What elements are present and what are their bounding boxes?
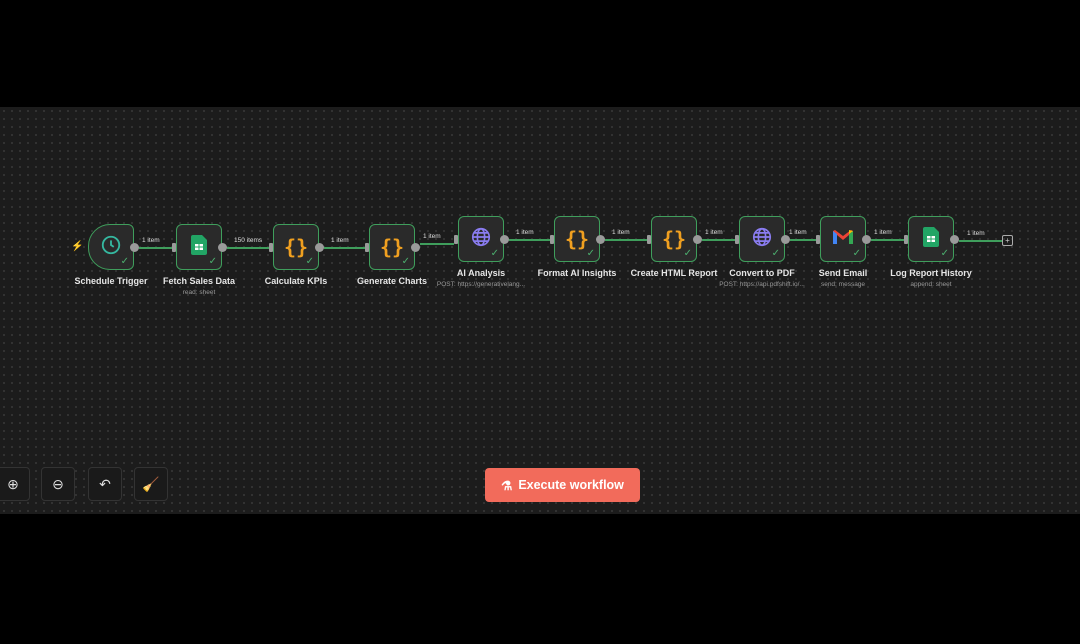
node-label: Log Report History [890,268,972,278]
success-check-icon: ✓ [852,248,861,259]
workflow-node[interactable]: {} ✓ [651,216,697,262]
workflow-node[interactable]: ✓ [908,216,954,262]
reset-zoom-button[interactable]: ↶ [88,467,122,501]
success-check-icon: ✓ [683,248,692,259]
zoom-out-icon: ⊖ [52,475,64,492]
workflow-node[interactable]: {} ✓ [554,216,600,262]
edge-item-count: 1 item [516,229,534,236]
globe-icon [470,226,492,253]
success-check-icon: ✓ [940,248,949,259]
connection-edge[interactable] [871,239,904,241]
edge-item-count: 1 item [789,229,807,236]
workflow-node[interactable]: ✓ [176,224,222,270]
tidy-up-button[interactable]: 🧹 [134,467,168,501]
success-check-icon: ✓ [771,248,780,259]
edge-item-count: 1 item [423,233,441,240]
success-check-icon: ✓ [586,248,595,259]
code-braces-icon: {} [379,235,405,259]
node-label: Format AI Insights [537,268,617,278]
connection-edge[interactable] [139,247,172,249]
success-check-icon: ✓ [208,256,217,267]
zoom-in-icon: ⊕ [7,475,19,492]
broom-icon: 🧹 [142,475,160,492]
input-port[interactable] [454,235,458,244]
node-label: Generate Charts [356,276,428,286]
output-port[interactable] [130,243,139,252]
output-port[interactable] [500,235,509,244]
output-port[interactable] [693,235,702,244]
success-check-icon: ✓ [490,248,499,259]
output-port[interactable] [781,235,790,244]
edge-item-count: 150 items [234,237,263,244]
success-check-icon: ✓ [401,256,410,267]
node-subtitle: read: sheet [182,289,216,296]
node-label: Calculate KPIs [264,276,328,286]
output-port[interactable] [862,235,871,244]
workflow-canvas[interactable] [0,107,1080,514]
google-sheets-icon [191,234,207,260]
add-node-button[interactable]: + [1002,235,1013,246]
gmail-icon [832,228,854,251]
input-port[interactable] [550,235,554,244]
connection-edge[interactable] [227,247,269,249]
input-port[interactable] [647,235,651,244]
input-port[interactable] [816,235,820,244]
google-sheets-icon [923,226,939,252]
connection-edge[interactable] [605,239,647,241]
node-label: AI Analysis [456,268,506,278]
workflow-node[interactable]: ✓ [458,216,504,262]
input-port[interactable] [735,235,739,244]
output-port[interactable] [315,243,324,252]
connection-edge[interactable] [420,243,454,245]
output-port[interactable] [411,243,420,252]
success-check-icon: ✓ [120,256,129,267]
globe-icon [751,226,773,253]
node-label: Create HTML Report [630,268,718,278]
workflow-node[interactable]: ✓ [88,224,134,270]
input-port[interactable] [269,243,273,252]
connection-edge[interactable] [324,247,365,249]
undo-icon: ↶ [99,475,111,492]
output-port[interactable] [596,235,605,244]
code-braces-icon: {} [283,235,309,259]
connection-edge[interactable] [790,239,816,241]
connection-edge[interactable] [702,239,735,241]
input-port[interactable] [904,235,908,244]
workflow-node[interactable]: {} ✓ [273,224,319,270]
trigger-bolt-icon: ⚡ [71,241,84,252]
edge-item-count: 1 item [331,237,349,244]
workflow-node[interactable]: ✓ [820,216,866,262]
input-port[interactable] [365,243,369,252]
node-label: Fetch Sales Data [162,276,236,286]
code-braces-icon: {} [661,227,687,251]
node-subtitle: POST: https://generativelang... [436,281,526,288]
node-subtitle: POST: https://api.pdfshift.io/... [719,281,805,288]
output-port[interactable] [218,243,227,252]
connection-edge[interactable] [959,240,1002,242]
edge-item-count: 1 item [705,229,723,236]
edge-item-count: 1 item [612,229,630,236]
workflow-node[interactable]: ✓ [739,216,785,262]
edge-item-count: 1 item [874,229,892,236]
node-label: Convert to PDF [729,268,795,278]
workflow-node[interactable]: {} ✓ [369,224,415,270]
edge-item-count: 1 item [967,230,985,237]
output-port[interactable] [950,235,959,244]
code-braces-icon: {} [564,227,590,251]
node-subtitle: append: sheet [910,281,952,288]
node-label: Schedule Trigger [74,276,148,286]
zoom-in-button[interactable]: ⊕ [0,467,30,501]
connection-edge[interactable] [509,239,550,241]
input-port[interactable] [172,243,176,252]
node-label: Send Email [818,268,868,278]
flask-icon: ⚗ [501,478,513,493]
zoom-out-button[interactable]: ⊖ [41,467,75,501]
edge-item-count: 1 item [142,237,160,244]
clock-icon [100,234,122,261]
node-subtitle: send: message [820,281,866,288]
execute-workflow-button[interactable]: ⚗ Execute workflow [485,468,640,502]
success-check-icon: ✓ [305,256,314,267]
